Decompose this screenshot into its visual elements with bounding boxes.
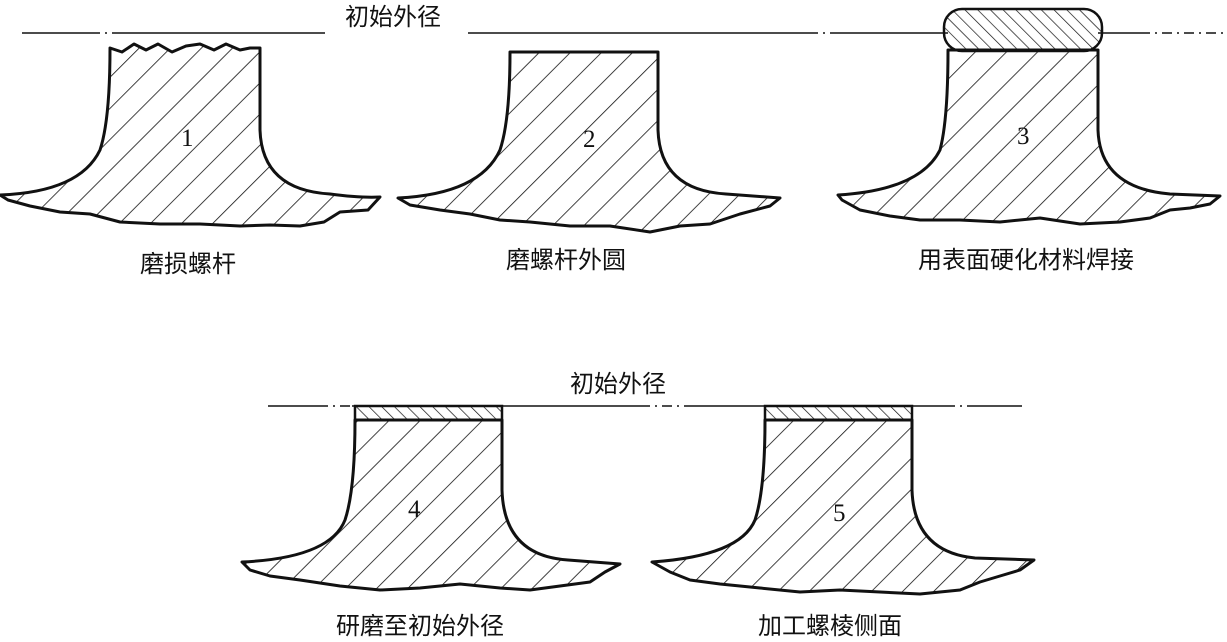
profile-2-ground-flight — [396, 50, 782, 234]
step-4-caption: 研磨至初始外径 — [336, 612, 504, 640]
hardfacing-layer-5 — [763, 404, 914, 422]
step-2-caption: 磨螺杆外圆 — [506, 246, 626, 274]
profile-1-worn-flight — [0, 42, 382, 228]
step-3-number: 3 — [1017, 123, 1030, 150]
step-5-number: 5 — [833, 500, 846, 527]
step-4-number: 4 — [408, 496, 421, 523]
hardfacing-weld-bead — [942, 7, 1104, 53]
bottom-reference-label: 初始外径 — [570, 370, 666, 398]
profile-3-welded-flight — [836, 7, 1222, 226]
top-reference-label: 初始外径 — [345, 3, 441, 31]
profile-5-finished-flight — [650, 404, 1036, 596]
step-2-number: 2 — [583, 126, 596, 153]
step-1-caption: 磨损螺杆 — [140, 250, 236, 278]
step-1-number: 1 — [181, 125, 194, 152]
step-3-caption: 用表面硬化材料焊接 — [918, 246, 1134, 274]
profile-4-reground-flight — [240, 404, 622, 592]
step-5-caption: 加工螺棱侧面 — [758, 612, 902, 640]
hardfacing-layer-4 — [353, 404, 504, 422]
